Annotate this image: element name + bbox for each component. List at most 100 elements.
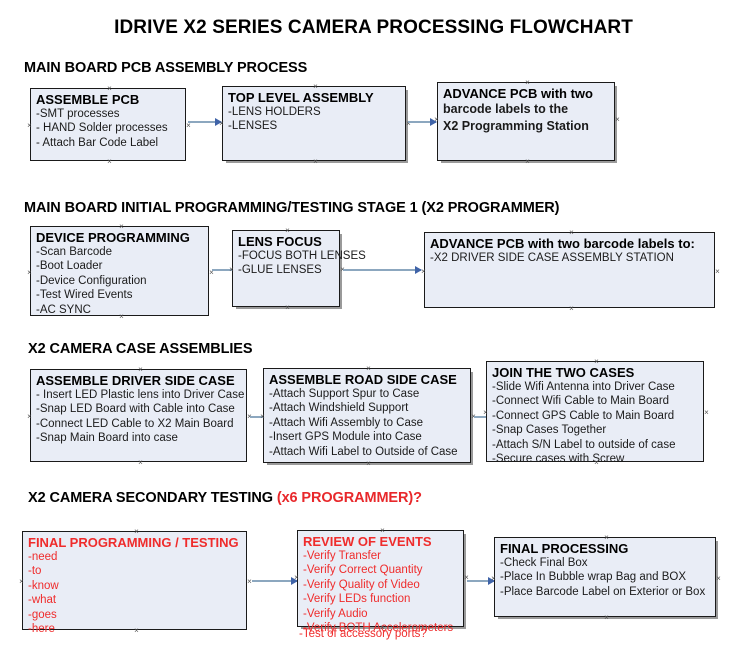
arrow-shaft (343, 269, 421, 271)
box-assemble-driver-side-case[interactable]: ASSEMBLE DRIVER SIDE CASE - Insert LED P… (30, 369, 247, 462)
connector-handle-top[interactable] (137, 366, 144, 373)
arrow-shaft (408, 121, 436, 123)
box-line: -Place In Bubble wrap Bag and BOX (500, 571, 687, 584)
connector-handle-left[interactable] (18, 578, 25, 585)
box-title: ASSEMBLE ROAD SIDE CASE (269, 372, 457, 387)
box-line: -Attach S/N Label to outside of case (492, 438, 676, 451)
connector-handle-top[interactable] (603, 534, 610, 541)
box-title: TOP LEVEL ASSEMBLY (228, 90, 374, 105)
connector-handle-top[interactable] (593, 358, 600, 365)
connector-handle-bottom[interactable] (133, 627, 140, 634)
connector-handle-top[interactable] (379, 527, 386, 534)
connector-handle-bottom[interactable] (365, 460, 372, 467)
arrow-toplevel-to-advance (408, 117, 437, 126)
box-line: -Slide Wifi Antenna into Driver Case (492, 381, 675, 393)
connector-handle-left[interactable] (420, 268, 427, 275)
box-lens-focus[interactable]: LENS FOCUS -FOCUS BOTH LENSES -GLUE LENS… (232, 227, 366, 307)
box-join-the-two-cases[interactable]: JOIN THE TWO CASES -Slide Wifi Antenna i… (486, 358, 704, 465)
box-line: -Verify LEDs function (303, 593, 411, 606)
box-line: -need (28, 551, 58, 563)
box-line: -FOCUS BOTH LENSES (238, 250, 366, 262)
box-title: JOIN THE TWO CASES (492, 365, 635, 380)
connector-handle-right[interactable] (703, 409, 710, 416)
connector-handle-top[interactable] (118, 223, 125, 230)
connector-handle-bottom[interactable] (568, 305, 575, 312)
connector-handle-left[interactable] (482, 409, 489, 416)
box-line: -know (28, 579, 59, 592)
arrow-shaft (467, 580, 494, 582)
box-line: -Insert GPS Module into Case (269, 431, 422, 444)
box-line: -Attach Wifi Label to Outside of Case (269, 445, 458, 458)
box-review-of-events[interactable]: REVIEW OF EVENTS -Verify Transfer -Verif… (297, 527, 464, 634)
connector-handle-left[interactable] (259, 413, 266, 420)
box-line: - Insert LED Plastic lens into Driver Ca… (36, 389, 245, 401)
box-final-programming-testing[interactable]: FINAL PROGRAMMING / TESTING -need -to -k… (22, 528, 247, 635)
connector-handle-left[interactable] (293, 574, 300, 581)
connector-handle-top[interactable] (284, 227, 291, 234)
connector-handle-top[interactable] (568, 229, 575, 236)
arrow-shaft (212, 269, 238, 271)
section-heading-4: X2 CAMERA SECONDARY TESTING (x6 PROGRAMM… (28, 490, 422, 506)
section-heading-3: X2 CAMERA CASE ASSEMBLIES (28, 341, 253, 357)
box-line: -Place Barcode Label on Exterior or Box (500, 585, 706, 598)
section-heading-4-text: X2 CAMERA SECONDARY TESTING (28, 490, 277, 506)
box-line: -SMT processes (36, 108, 120, 120)
box-device-programming[interactable]: DEVICE PROGRAMMING -Scan Barcode -Boot L… (30, 226, 209, 316)
connector-handle-top[interactable] (133, 528, 140, 535)
box-line: -Verify Audio (303, 607, 368, 620)
section-heading-4-suffix: (x6 PROGRAMMER)? (276, 490, 422, 506)
box-advance-pcb-programming-station[interactable]: ADVANCE PCB with two barcode labels to t… (437, 82, 615, 161)
connector-handle-right[interactable] (715, 575, 722, 582)
connector-handle-bottom[interactable] (603, 614, 610, 621)
connector-handle-top[interactable] (365, 365, 372, 372)
connector-handle-top[interactable] (312, 83, 319, 90)
connector-handle-bottom[interactable] (284, 304, 291, 311)
box-title: ASSEMBLE PCB (36, 92, 140, 107)
connector-handle-bottom[interactable] (106, 158, 113, 165)
arrow-head-icon (415, 265, 422, 274)
box-line: -Verify Quality of Video (303, 578, 420, 591)
page-title: IDRIVE X2 SERIES CAMERA PROCESSING FLOWC… (114, 17, 633, 38)
box-line: -Boot Loader (36, 260, 103, 273)
box-title: ADVANCE PCB with two barcode labels to: (430, 236, 695, 251)
box-line: -Check Final Box (500, 557, 588, 569)
box-final-processing[interactable]: FINAL PROCESSING -Check Final Box -Place… (494, 537, 716, 617)
box-assemble-pcb[interactable]: ASSEMBLE PCB -SMT processes - HAND Solde… (30, 88, 186, 161)
box-line: -Connect Wifi Cable to Main Board (492, 395, 670, 408)
box-line: barcode labels to the (443, 102, 569, 116)
arrow-shaft (188, 121, 221, 123)
box-line: -Snap Cases Together (492, 424, 607, 437)
connector-handle-right[interactable] (714, 268, 721, 275)
box-title: DEVICE PROGRAMMING (36, 230, 190, 245)
connector-handle-left[interactable] (26, 413, 33, 420)
box-line: -Connect GPS Cable to Main Board (492, 409, 675, 422)
connector-handle-left[interactable] (218, 120, 225, 127)
connector-handle-left[interactable] (433, 116, 440, 123)
box-advance-pcb-driver-side-station[interactable]: ADVANCE PCB with two barcode labels to: … (424, 232, 715, 308)
box-line: -goes (28, 608, 57, 621)
connector-handle-bottom[interactable] (137, 459, 144, 466)
connector-handle-bottom[interactable] (118, 313, 125, 320)
box-line: -Snap LED Board with Cable into Case (36, 403, 235, 416)
connector-handle-bottom[interactable] (593, 459, 600, 466)
connector-handle-bottom[interactable] (524, 158, 531, 165)
connector-handle-bottom[interactable] (312, 158, 319, 165)
connector-handle-left[interactable] (26, 269, 33, 276)
arrow-assemble-to-toplevel (188, 117, 222, 126)
box-assemble-road-side-case[interactable]: ASSEMBLE ROAD SIDE CASE -Attach Support … (263, 368, 471, 463)
box-line: -LENS HOLDERS (228, 106, 321, 118)
box-line: -Verify Transfer (303, 550, 381, 562)
box-line: -what (28, 594, 57, 607)
connector-handle-top[interactable] (106, 85, 113, 92)
connector-handle-right[interactable] (614, 116, 621, 123)
arrow-finalprog-to-review (252, 576, 298, 585)
box-top-level-assembly[interactable]: TOP LEVEL ASSEMBLY -LENS HOLDERS -LENSES (222, 86, 406, 161)
box-line: -AC SYNC (36, 303, 91, 316)
connector-handle-top[interactable] (524, 79, 531, 86)
connector-handle-left[interactable] (26, 122, 33, 129)
box-line: -to (28, 565, 42, 578)
connector-handle-left[interactable] (490, 575, 497, 582)
connector-handle-left[interactable] (228, 266, 235, 273)
box-line: -GLUE LENSES (238, 264, 322, 277)
